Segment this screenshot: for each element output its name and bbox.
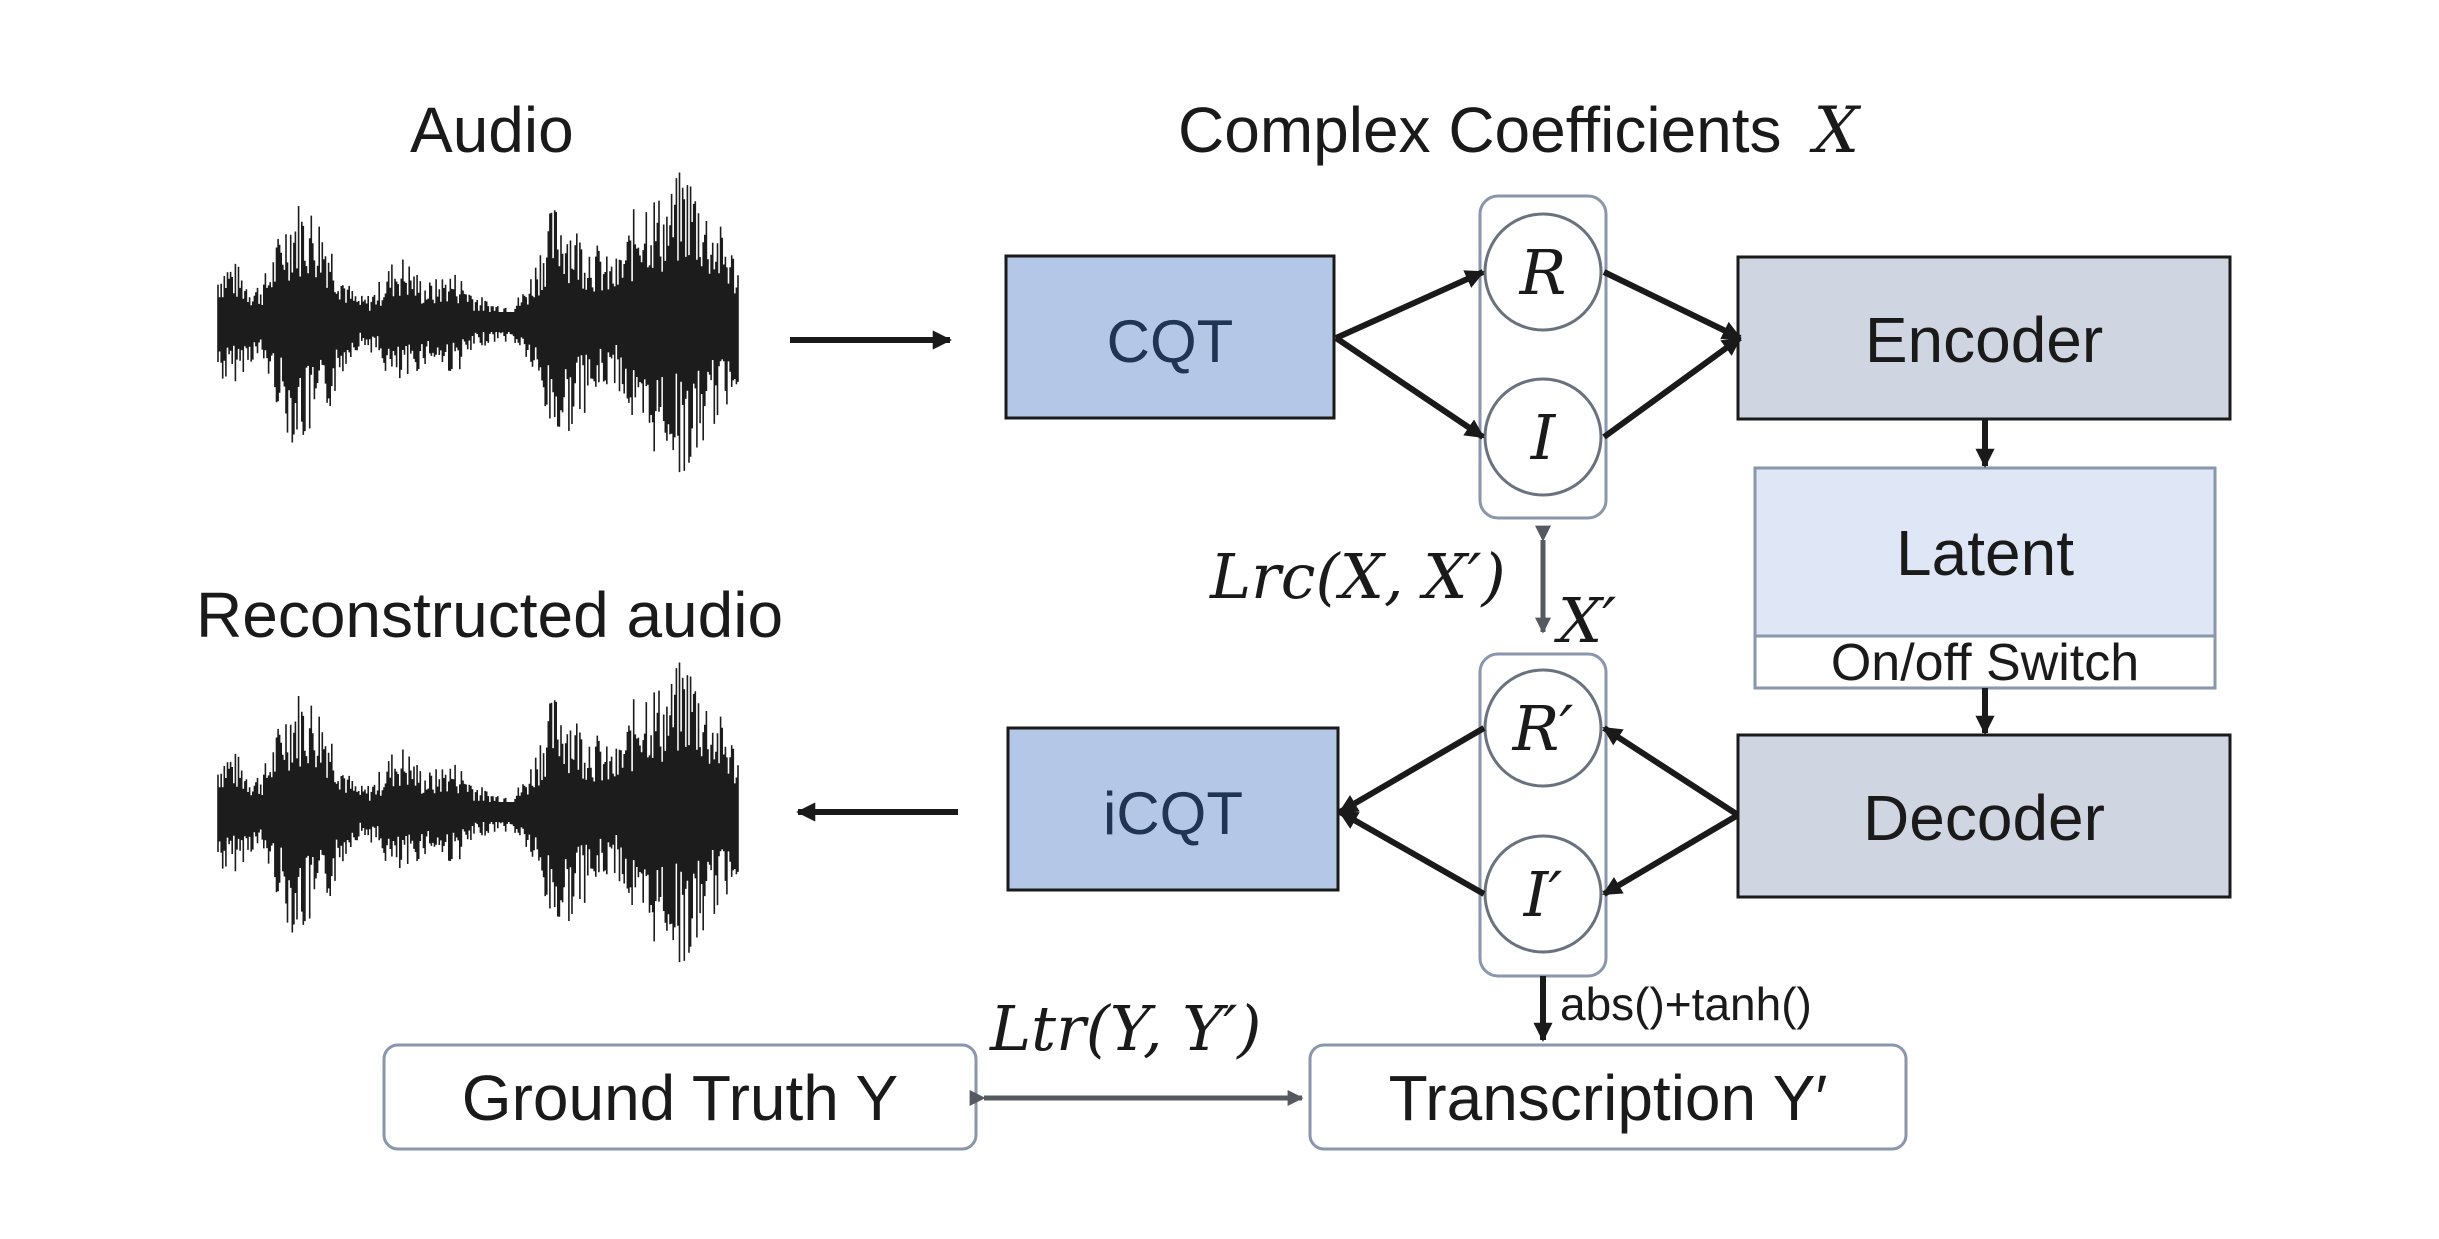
encoder-block: Encoder xyxy=(1736,255,2232,421)
transcription-loss-label: Ltr(Y, Y′) xyxy=(989,992,1261,1065)
reconstructed-coefficients-container: R′ I′ xyxy=(1478,652,1608,978)
x-prime-label: X′ xyxy=(1554,584,1616,657)
decoder-box xyxy=(1736,733,2232,899)
decoder-to-imag-prime-arrow xyxy=(1602,812,1740,897)
encoder-box xyxy=(1736,255,2232,421)
real-prime-label: R′ xyxy=(1512,692,1574,765)
icqt-block: iCQT xyxy=(1006,726,1340,892)
transcription-label: Transcription Y′ xyxy=(1389,1062,1828,1134)
icqt-box xyxy=(1006,726,1340,892)
real-prime-to-icqt-arrow xyxy=(1338,725,1486,815)
imag-prime-node xyxy=(1483,834,1603,954)
real-to-encoder-arrow xyxy=(1602,269,1742,341)
icqt-label: iCQT xyxy=(1103,780,1243,847)
decoder-block: Decoder xyxy=(1736,733,2232,899)
real-prime-node xyxy=(1483,668,1603,788)
imag-part-label: I xyxy=(1530,401,1557,474)
real-part-node xyxy=(1483,212,1603,332)
waveform-core xyxy=(218,802,738,822)
cqt-block: CQT xyxy=(1004,254,1336,420)
complex-coefficients-title: Complex Coefficients X xyxy=(1178,94,1862,168)
latent-box xyxy=(1753,466,2217,638)
cqt-box xyxy=(1004,254,1336,420)
abs-tanh-label: abs()+tanh() xyxy=(1560,978,1812,1030)
complex-coefficients-label: Complex Coefficients xyxy=(1178,94,1782,166)
transcription-box xyxy=(1308,1043,1908,1151)
real-part-label: R xyxy=(1519,236,1567,309)
cqt-to-real-arrow xyxy=(1334,269,1485,341)
complex-coefficients-container: R I xyxy=(1478,194,1608,520)
waveform-core xyxy=(218,312,738,332)
ground-truth-label: Ground Truth Y xyxy=(462,1062,898,1134)
latent-block: Latent xyxy=(1753,466,2217,638)
audio-label: Audio xyxy=(410,94,574,166)
encoder-label: Encoder xyxy=(1865,304,2103,376)
imag-part-node xyxy=(1483,377,1603,497)
decoder-label: Decoder xyxy=(1863,782,2105,854)
imag-to-encoder-arrow xyxy=(1602,335,1742,440)
decoder-to-real-prime-arrow xyxy=(1602,725,1740,818)
cqt-to-imag-arrow xyxy=(1334,335,1485,440)
imag-prime-label: I′ xyxy=(1523,858,1563,931)
complex-coefficients-symbol: X xyxy=(1809,94,1862,168)
switch-label: On/off Switch xyxy=(1831,634,2139,692)
reconstructed-audio-label: Reconstructed audio xyxy=(196,579,783,651)
reconstruction-loss-label: Lrc(X, X′) xyxy=(1209,540,1506,613)
cqt-label: CQT xyxy=(1107,308,1234,375)
reconstructed-audio-waveform xyxy=(217,662,739,963)
transcription-block: Transcription Y′ xyxy=(1308,1043,1908,1151)
latent-label: Latent xyxy=(1896,517,2074,589)
imag-prime-to-icqt-arrow xyxy=(1338,809,1486,897)
switch-block[interactable]: On/off Switch xyxy=(1753,634,2217,692)
audio-waveform xyxy=(217,172,739,473)
ground-truth-block: Ground Truth Y xyxy=(382,1043,978,1151)
